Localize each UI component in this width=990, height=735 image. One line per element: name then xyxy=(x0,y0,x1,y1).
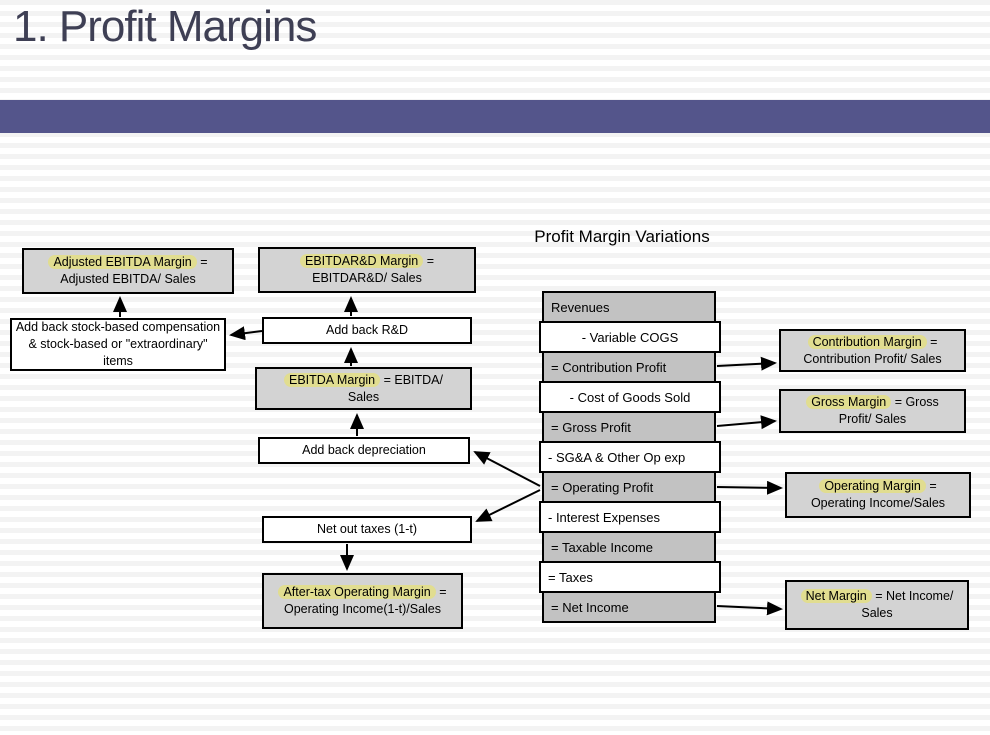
highlight-adjusted-ebitda-margin: Adjusted EBITDA Margin xyxy=(48,255,197,269)
arrow-net-income-to-margin xyxy=(716,601,783,616)
box-add-back-depreciation: Add back depreciation xyxy=(258,437,470,464)
highlight-gross-margin: Gross Margin xyxy=(806,395,892,409)
margin-line1: EBITDAR&D Margin = xyxy=(299,253,434,270)
arrow-operating-to-netouttaxes xyxy=(475,489,541,522)
row-interest-expenses: - Interest Expenses xyxy=(539,501,721,533)
arrow-operating-profit-to-margin xyxy=(716,480,783,495)
margin-equals: = EBITDA/ xyxy=(380,372,443,387)
process-label: Add back depreciation xyxy=(302,443,426,457)
box-ebitdard-margin: EBITDAR&D Margin = EBITDAR&D/ Sales xyxy=(258,247,476,293)
margin-equals: = xyxy=(926,334,938,349)
row-operating-profit: = Operating Profit xyxy=(542,471,716,503)
box-add-back-rd: Add back R&D xyxy=(262,317,472,344)
row-taxes: = Taxes xyxy=(539,561,721,593)
margin-line2: Adjusted EBITDA/ Sales xyxy=(60,272,196,286)
process-label: Add back R&D xyxy=(326,323,408,337)
income-statement-column: Revenues - Variable COGS = Contribution … xyxy=(539,291,721,623)
margin-line2: Contribution Profit/ Sales xyxy=(803,351,942,366)
row-gross-profit: = Gross Profit xyxy=(542,411,716,443)
row-net-income: = Net Income xyxy=(542,591,716,623)
highlight-ebitda-margin: EBITDA Margin xyxy=(283,372,381,387)
box-add-back-stock-comp: Add back stock-based compensation & stoc… xyxy=(10,318,226,371)
process-label: Add back stock-based compensation & stoc… xyxy=(15,320,221,368)
box-adjusted-ebitda-margin: Adjusted EBITDA Margin = Adjusted EBITDA… xyxy=(22,248,234,294)
box-net-margin: Net Margin = Net Income/ Sales xyxy=(785,580,969,630)
margin-line2: Profit/ Sales xyxy=(838,412,907,426)
margin-line2: Operating Income(1-t)/Sales xyxy=(283,602,441,616)
margin-line1: Adjusted EBITDA Margin = xyxy=(48,254,208,271)
arrow-rd-to-stockcomp xyxy=(229,326,263,341)
process-label: Net out taxes (1-t) xyxy=(316,522,418,536)
highlight-ebitdard-margin: EBITDAR&D Margin xyxy=(299,254,424,268)
margin-equals: = Gross xyxy=(891,395,939,409)
margin-equals: = xyxy=(196,255,208,269)
margin-line1: EBITDA Margin = EBITDA/ xyxy=(283,372,443,389)
margin-equals: = xyxy=(435,585,447,599)
accent-bar xyxy=(0,100,990,133)
box-after-tax-operating-margin: After-tax Operating Margin = Operating I… xyxy=(262,573,463,629)
box-gross-margin: Gross Margin = Gross Profit/ Sales xyxy=(779,389,966,433)
arrow-gross-profit-to-margin xyxy=(716,415,777,430)
highlight-contribution-margin: Contribution Margin xyxy=(807,334,927,349)
arrow-operating-to-depreciation xyxy=(473,451,541,487)
highlight-operating-margin: Operating Margin xyxy=(819,479,926,493)
margin-line1: Operating Margin = xyxy=(819,478,937,495)
margin-line2: Sales xyxy=(861,606,893,620)
margin-line1: Net Margin = Net Income/ xyxy=(800,588,954,605)
row-taxable-income: = Taxable Income xyxy=(542,531,716,563)
box-ebitda-margin: EBITDA Margin = EBITDA/ Sales xyxy=(255,367,472,410)
margin-equals: = Net Income/ xyxy=(871,589,954,603)
row-cost-of-goods-sold: - Cost of Goods Sold xyxy=(539,381,721,413)
margin-line1: Gross Margin = Gross xyxy=(806,394,939,411)
margin-line1: Contribution Margin = xyxy=(807,334,938,351)
box-contribution-margin: Contribution Margin = Contribution Profi… xyxy=(779,329,966,372)
slide-title: 1. Profit Margins xyxy=(13,2,317,51)
margin-line2: Sales xyxy=(347,389,380,404)
highlight-after-tax-operating-margin: After-tax Operating Margin xyxy=(278,585,436,599)
highlight-net-margin: Net Margin xyxy=(800,589,872,603)
margin-line1: After-tax Operating Margin = xyxy=(278,584,447,601)
row-variable-cogs: - Variable COGS xyxy=(539,321,721,353)
row-contribution-profit: = Contribution Profit xyxy=(542,351,716,383)
box-operating-margin: Operating Margin = Operating Income/Sale… xyxy=(785,472,971,518)
box-net-out-taxes: Net out taxes (1-t) xyxy=(262,516,472,543)
margin-equals: = xyxy=(925,479,937,493)
margin-line2: EBITDAR&D/ Sales xyxy=(312,271,422,285)
margin-equals: = xyxy=(423,254,434,268)
row-sga-other-op-exp: - SG&A & Other Op exp xyxy=(539,441,721,473)
diagram-title: Profit Margin Variations xyxy=(534,227,710,246)
arrow-contribution-profit-to-margin xyxy=(716,356,777,371)
margin-line2: Operating Income/Sales xyxy=(810,496,946,510)
row-revenues: Revenues xyxy=(542,291,716,323)
